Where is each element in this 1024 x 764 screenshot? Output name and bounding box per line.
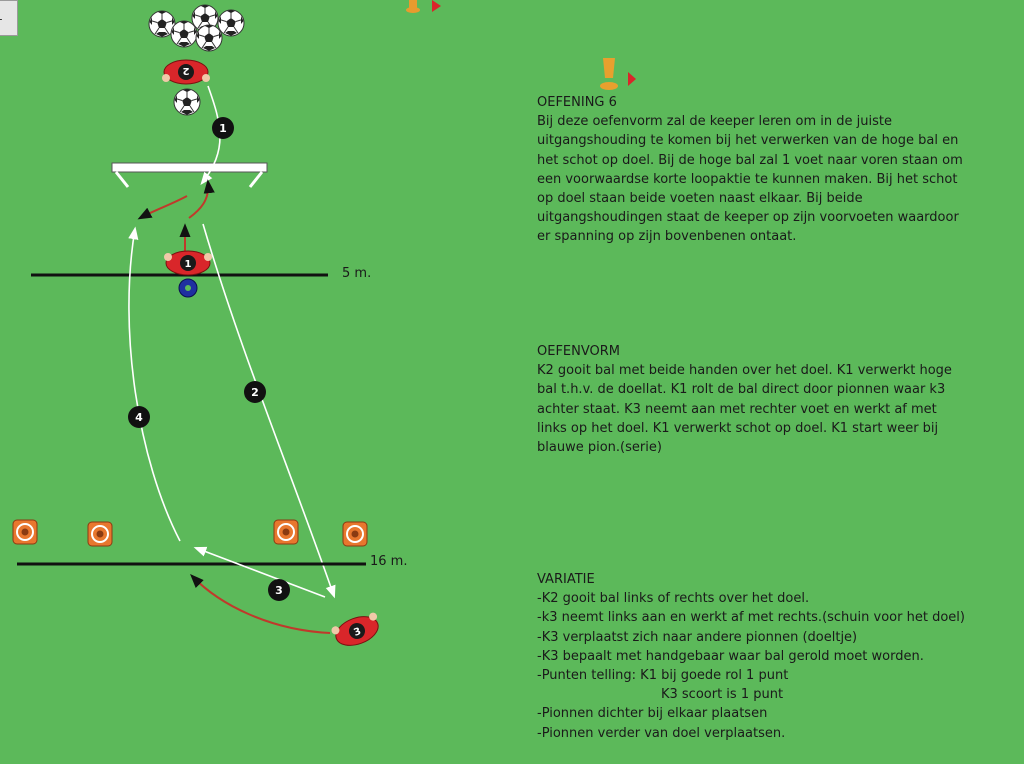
- orange-cone-icon: [342, 521, 368, 547]
- variatie-line: -Pionnen dichter bij elkaar plaatsen: [537, 706, 768, 722]
- oefenvorm-line: links op het doel. K1 verwerkt schot op …: [537, 420, 939, 436]
- player-k1: 1: [164, 250, 212, 276]
- player-k1-number: 1: [185, 259, 192, 270]
- oefenvorm-line: K2 gooit bal met beide handen over het d…: [537, 363, 952, 379]
- goal-icon: [111, 162, 268, 188]
- variatie-line: -Pionnen verder van doel verplaatsen.: [537, 725, 786, 741]
- oefenvorm-line: bal t.h.v. de doellat. K1 rolt de bal di…: [537, 382, 946, 398]
- blue-disc-cone-icon: [178, 278, 198, 298]
- exercise-line: uitgangshouding te komen bij het verwerk…: [537, 133, 959, 149]
- exercise-line: op doel staan beide voeten naast elkaar.…: [537, 191, 863, 207]
- exercise-line: er spanning op zijn bovenbenen ontaat.: [537, 229, 797, 245]
- player-k3: 3: [331, 612, 379, 646]
- variatie-description: VARIATIE -K2 gooit bal links of rechts o…: [537, 570, 1007, 743]
- player-k2: 2: [162, 59, 210, 85]
- soccer-ball-icon: [195, 24, 223, 52]
- step-marker-3: 3: [268, 579, 290, 601]
- exercise-flag-icon: [628, 72, 636, 86]
- player-k3-number: 3: [352, 626, 362, 639]
- k3-move-arrow: [190, 573, 331, 634]
- exercise-title: OEFENING 6: [537, 95, 617, 110]
- soccer-ball-icon: [173, 88, 201, 116]
- top-flag-icon: [432, 0, 441, 12]
- shot-path-4: [128, 226, 181, 542]
- variatie-line: -K3 bepaalt met handgebaar waar bal gero…: [537, 648, 924, 664]
- step-marker-2-label: 2: [251, 386, 259, 399]
- oefenvorm-description: OEFENVORM K2 gooit bal met beide handen …: [537, 342, 1007, 457]
- exercise-line: het schot op doel. Bij de hoge bal zal 1…: [537, 152, 963, 168]
- oefenvorm-line: achter staat. K3 neemt aan met rechter v…: [537, 401, 937, 417]
- step-marker-4-label: 4: [135, 411, 143, 424]
- oefenvorm-title: OEFENVORM: [537, 344, 621, 359]
- page-tab-marker[interactable]: 1: [0, 0, 18, 36]
- soccer-ball-icon: [217, 9, 245, 37]
- exercise-line: uitgangshoudingen staat de keeper op zij…: [537, 210, 959, 226]
- roll-path-2: [202, 223, 336, 599]
- step-marker-1: 1: [212, 117, 234, 139]
- step-marker-2: 2: [244, 381, 266, 403]
- player-k2-number: 2: [182, 65, 189, 76]
- k1-move-arrow-left: [137, 195, 188, 220]
- variatie-line: K3 scoort is 1 punt: [537, 687, 784, 703]
- variatie-line: -K3 verplaatst zich naar andere pionnen …: [537, 629, 858, 645]
- exercise-cone-icon: [600, 58, 618, 90]
- pass-path-3: [193, 546, 326, 598]
- orange-cone-icon: [12, 519, 38, 545]
- orange-cone-icon: [87, 521, 113, 547]
- variatie-line: -k3 neemt links aan en werkt af met rech…: [537, 610, 965, 626]
- k1-move-arrow-right: [188, 179, 215, 219]
- soccer-ball-icon: [170, 20, 198, 48]
- distance-label-16m: 16 m.: [370, 554, 408, 569]
- exercise-line: Bij deze oefenvorm zal de keeper leren o…: [537, 114, 892, 130]
- variatie-title: VARIATIE: [537, 572, 595, 587]
- step-marker-4: 4: [128, 406, 150, 428]
- variatie-line: -K2 gooit bal links of rechts over het d…: [537, 591, 810, 607]
- exercise-description: OEFENING 6 Bij deze oefenvorm zal de kee…: [537, 93, 1007, 247]
- top-cone-icon: [406, 0, 420, 13]
- distance-label-5m: 5 m.: [342, 266, 372, 281]
- ball-pile: [148, 4, 245, 52]
- exercise-line: een voorwaardse korte loopaktie te kunne…: [537, 171, 958, 187]
- variatie-line: -Punten telling: K1 bij goede rol 1 punt: [537, 668, 789, 684]
- step-marker-3-label: 3: [275, 584, 283, 597]
- oefenvorm-line: blauwe pion.(serie): [537, 440, 662, 456]
- step-marker-1-label: 1: [219, 122, 227, 135]
- orange-cone-icon: [273, 519, 299, 545]
